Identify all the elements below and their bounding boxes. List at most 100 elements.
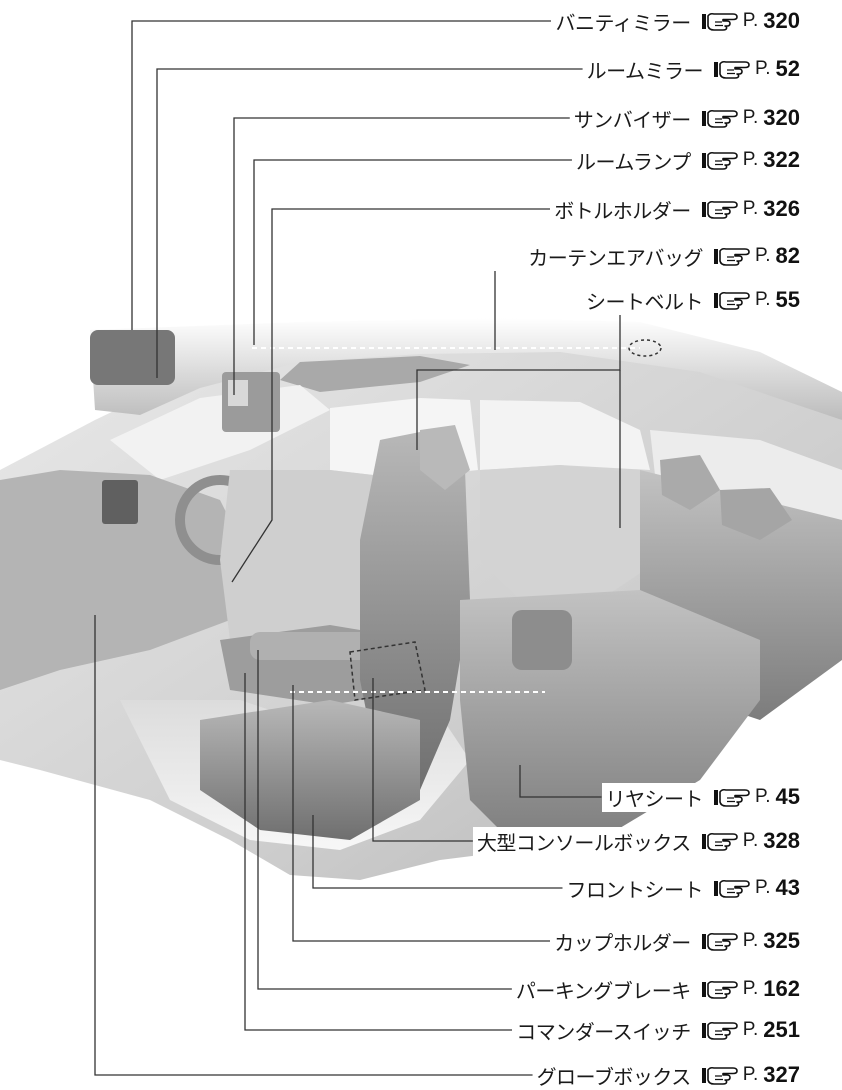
- page-prefix: P.: [755, 245, 771, 266]
- sunroof: [280, 356, 470, 392]
- callout-rear-seat: リヤシート P.45: [601, 782, 800, 812]
- page-number: 328: [763, 828, 800, 853]
- pointing-hand-icon: [701, 930, 739, 952]
- pointing-hand-icon: [701, 107, 739, 129]
- pointing-hand-icon: [713, 786, 751, 808]
- page-number: 327: [763, 1062, 800, 1087]
- pointing-hand-icon: [713, 289, 751, 311]
- page-number: 325: [763, 928, 800, 953]
- visor-mirror-shape: [228, 380, 248, 406]
- page-number: 251: [763, 1017, 800, 1042]
- callout-label: コマンダースイッチ: [512, 1015, 691, 1045]
- callout-label: カップホルダー: [550, 926, 691, 956]
- dashboard: [0, 470, 250, 690]
- rear-headrest-right: [720, 488, 792, 540]
- curtain-airbag-end: [628, 339, 662, 357]
- leader-vanity-mirror: [131, 20, 552, 330]
- leader-bottle-holder: [231, 208, 551, 583]
- callout-label: バニティミラー: [551, 6, 691, 36]
- callout-label: パーキングブレーキ: [511, 974, 691, 1004]
- page-reference: P.326: [701, 196, 800, 222]
- rear-door-trim: [480, 465, 660, 600]
- page-number: 326: [763, 196, 800, 221]
- page-reference: P.328: [701, 828, 800, 854]
- front-seat-cushion: [200, 700, 420, 840]
- page-reference: P.162: [701, 976, 800, 1002]
- page-prefix: P.: [742, 149, 759, 170]
- leader-room-lamp: [253, 159, 572, 345]
- callout-room-mirror: ルームミラー P.52: [582, 54, 800, 84]
- callout-label: ルームランプ: [571, 145, 691, 175]
- callout-label: リヤシート: [601, 782, 703, 812]
- callout-label: サンバイザー: [569, 103, 691, 133]
- page-number: 45: [775, 784, 800, 809]
- pointing-hand-icon: [701, 1019, 739, 1041]
- callout-label: フロントシート: [562, 873, 703, 903]
- leader-parking-brake: [257, 650, 512, 990]
- callout-vanity-mirror: バニティミラー P.320: [551, 6, 800, 36]
- page-reference: P.82: [713, 243, 800, 269]
- page-reference: P.327: [701, 1062, 800, 1088]
- page-reference: P.320: [701, 105, 800, 131]
- page-number: 162: [763, 976, 800, 1001]
- callout-curtain-airbag: カーテンエアバッグ P.82: [524, 241, 800, 271]
- page-prefix: P.: [742, 1019, 759, 1040]
- pointing-hand-icon: [701, 149, 739, 171]
- page-reference: P.45: [713, 784, 800, 810]
- page-number: 320: [763, 8, 800, 33]
- leader-lines: [94, 20, 621, 1076]
- page-number: 52: [775, 56, 800, 81]
- leader-console-box: [372, 678, 473, 842]
- page-prefix: P.: [742, 930, 759, 951]
- pointing-hand-icon: [701, 830, 739, 852]
- leader-commander-switch: [244, 673, 513, 1031]
- callout-label: ボトルホルダー: [550, 194, 691, 224]
- center-display: [102, 480, 138, 524]
- page-prefix: P.: [742, 107, 759, 128]
- page-prefix: P.: [742, 978, 759, 999]
- pointing-hand-icon: [701, 1064, 739, 1086]
- callout-bottle-holder: ボトルホルダー P.326: [550, 194, 800, 224]
- front-headrest: [420, 425, 470, 490]
- page-prefix: P.: [742, 1064, 759, 1085]
- callout-cup-holder: カップホルダー P.325: [550, 926, 800, 956]
- page-number: 55: [775, 287, 800, 312]
- pointing-hand-icon: [713, 877, 751, 899]
- leader-glove-box: [94, 615, 533, 1076]
- callout-sun-visor: サンバイザー P.320: [569, 103, 800, 133]
- callout-label: ルームミラー: [582, 54, 704, 84]
- rear-armrest-shape: [512, 610, 572, 670]
- page-reference: P.52: [713, 56, 800, 82]
- page-number: 43: [775, 875, 800, 900]
- page-reference: P.322: [701, 147, 800, 173]
- pointing-hand-icon: [701, 198, 739, 220]
- callout-commander-switch: コマンダースイッチ P.251: [512, 1015, 800, 1045]
- console-box-outline: [349, 641, 426, 701]
- leader-seat-belt: [416, 315, 621, 450]
- pointing-hand-icon: [713, 58, 751, 80]
- page-reference: P.55: [713, 287, 800, 313]
- callout-parking-brake: パーキングブレーキ P.162: [511, 974, 800, 1004]
- pointing-hand-icon: [713, 245, 751, 267]
- room-mirror-shape: [90, 330, 175, 385]
- callout-label: シートベルト: [582, 285, 704, 315]
- callout-front-seat: フロントシート P.43: [562, 873, 800, 903]
- callout-room-lamp: ルームランプ P.322: [571, 145, 800, 175]
- headliner: [90, 318, 842, 420]
- leader-sun-visor: [233, 117, 570, 395]
- page-number: 82: [775, 243, 800, 268]
- page-reference: P.320: [701, 8, 800, 34]
- rear-side-window: [480, 400, 650, 470]
- leader-rear-seat: [519, 765, 602, 798]
- callout-label: カーテンエアバッグ: [524, 241, 703, 271]
- page-number: 320: [763, 105, 800, 130]
- pointing-hand-icon: [701, 978, 739, 1000]
- page-prefix: P.: [755, 786, 771, 807]
- page-prefix: P.: [755, 877, 771, 898]
- armrest-shape: [250, 632, 370, 660]
- page-prefix: P.: [742, 198, 759, 219]
- leader-front-seat: [312, 815, 563, 889]
- leader-room-mirror: [156, 68, 583, 378]
